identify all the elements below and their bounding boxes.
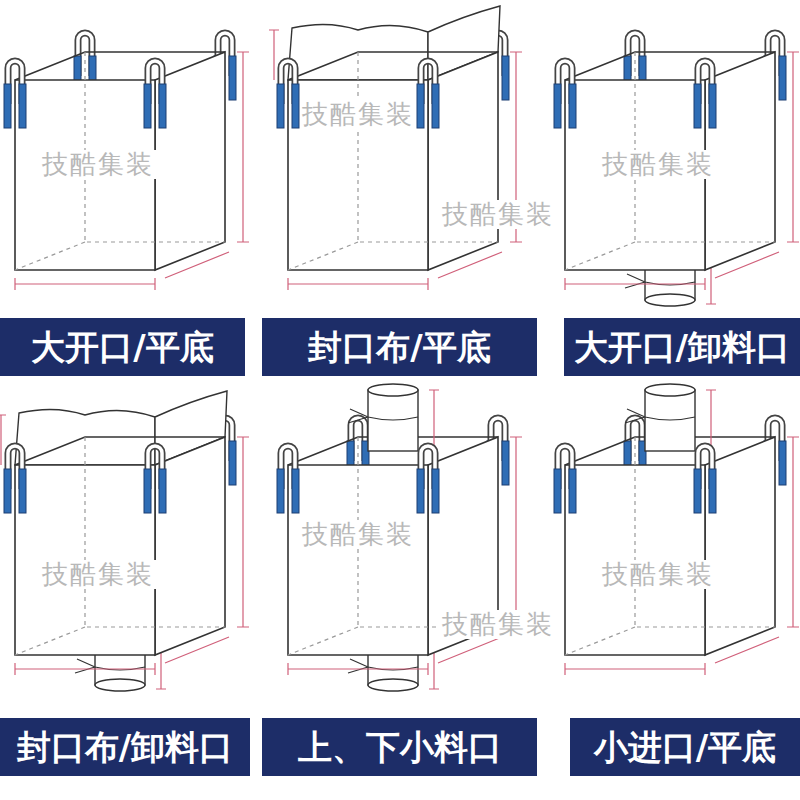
label-band: 封口布/卸料口 [0,718,250,776]
label-band: 封口布/平底 [262,318,537,376]
label-band: 上、下小料口 [262,718,537,776]
watermark: 技酷集装 [40,150,156,179]
bag-open-spout [554,33,799,306]
bag-two-spouts [277,384,522,691]
lifting-loop [694,61,716,128]
watermark: 技酷集装 [300,520,416,549]
bag-body [15,52,249,290]
bag-body [15,437,249,675]
watermark: 技酷集装 [300,100,416,129]
top-spout [348,384,439,451]
lifting-loop [4,61,26,128]
lifting-loop [554,446,576,513]
bag-skirt-spout [0,391,249,691]
bag-body [288,52,522,290]
lifting-loop [144,61,166,128]
bag-type-label: 大开口/平底 [31,330,213,364]
lifting-loop [277,446,299,513]
watermark: 技酷集装 [440,610,556,639]
top-spout [625,384,716,451]
lifting-loop [4,446,26,513]
lifting-loop [144,446,166,513]
bag-type-label: 大开口/卸料口 [574,330,790,364]
bag-body [288,437,522,675]
label-band: 大开口/卸料口 [564,318,800,376]
watermark: 技酷集装 [600,150,716,179]
bag-body [565,437,799,675]
lifting-loop [417,61,439,128]
lifting-loop [277,61,299,128]
watermark: 技酷集装 [40,560,156,589]
lifting-loop [694,446,716,513]
bag-body [565,52,799,290]
watermark: 技酷集装 [440,200,556,229]
lifting-loop [554,61,576,128]
bag-open-flat [4,33,249,290]
bag-skirt-flat [269,6,522,290]
bag-type-label: 上、下小料口 [298,730,502,764]
bag-type-label: 封口布/平底 [308,330,490,364]
label-band: 大开口/平底 [0,318,245,376]
bag-type-label: 封口布/卸料口 [17,730,233,764]
bag-inlet-flat [554,384,799,675]
bag-type-label: 小进口/平底 [594,730,776,764]
watermark: 技酷集装 [600,560,716,589]
label-band: 小进口/平底 [570,718,800,776]
lifting-loop [417,446,439,513]
